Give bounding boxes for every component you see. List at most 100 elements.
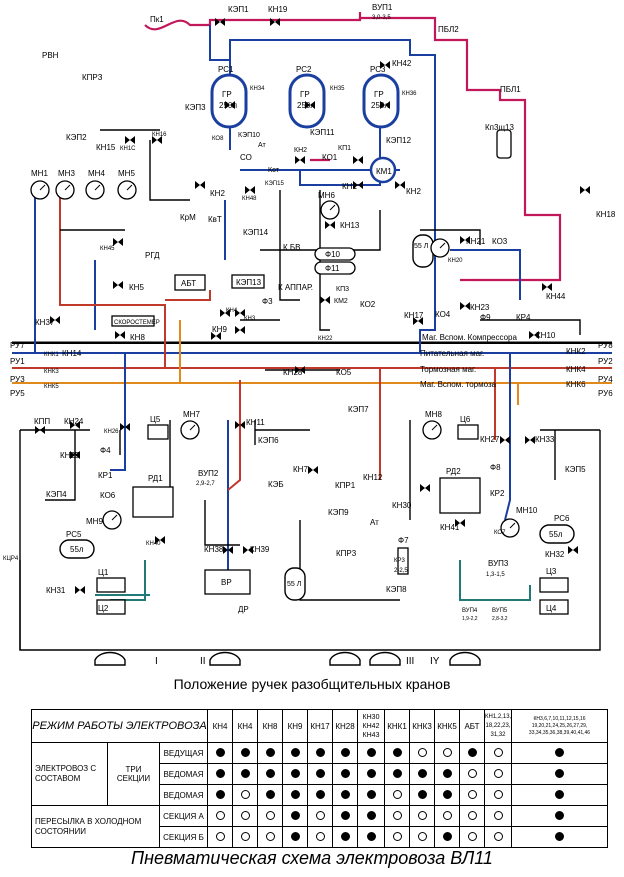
label-vup4-range: 1,9-2,2 bbox=[462, 616, 478, 622]
valve-open-dot bbox=[366, 810, 376, 820]
table-header-row: РЕЖИМ РАБОТЫ ЭЛЕКТРОВОЗА КН4 КН4 КН8 КН9… bbox=[30, 709, 609, 743]
valve-open-dot bbox=[265, 789, 275, 799]
table-cell bbox=[511, 742, 609, 764]
label-kpr1: КПР1 bbox=[335, 481, 356, 490]
valve-closed-dot bbox=[467, 789, 477, 799]
label-kn44: КН44 bbox=[546, 292, 566, 301]
valve-closed-dot bbox=[265, 810, 275, 820]
label-mn9: МН9 bbox=[86, 517, 103, 526]
label-kp3shch13: Кп3щ13 bbox=[485, 123, 514, 132]
label-ts3: Ц3 bbox=[546, 567, 557, 576]
table-cell bbox=[232, 763, 259, 785]
label-kn1: КН1 bbox=[342, 182, 357, 191]
labels: Пк1 КЭП1 КН19 ВУП1 3,0-3,5 ПБЛ2 РВН КПРЗ… bbox=[3, 3, 616, 667]
table-cell bbox=[232, 826, 259, 848]
label-ktsr4: КЦР4 bbox=[3, 556, 19, 562]
label-kep1: КЭП1 bbox=[228, 5, 249, 14]
valve-closed-dot bbox=[442, 810, 452, 820]
label-kep13: КЭП13 bbox=[236, 278, 262, 287]
label-kn36: КН36 bbox=[402, 91, 417, 97]
label-kn2-top: КН2 bbox=[294, 147, 307, 154]
label-ko5: КО5 bbox=[336, 368, 352, 377]
operating-mode-table: РЕЖИМ РАБОТЫ ЭЛЕКТРОВОЗА КН4 КН4 КН8 КН9… bbox=[30, 709, 609, 848]
component-boxes bbox=[96, 129, 569, 615]
reservoir-55l-vr bbox=[284, 567, 306, 601]
label-vol3: 250л bbox=[371, 101, 389, 110]
reservoir-rs1 bbox=[210, 73, 248, 129]
label-rd1: РД1 bbox=[148, 474, 163, 483]
valve-open-dot bbox=[340, 831, 350, 841]
label-vol1: 250л bbox=[219, 101, 237, 110]
label-kn22: КН22 bbox=[318, 336, 333, 342]
label-kr2: КР2 bbox=[490, 489, 505, 498]
label-mn3: МН3 bbox=[58, 169, 75, 178]
box-f10 bbox=[314, 247, 356, 261]
label-mn6: МН6 bbox=[318, 191, 335, 200]
valve-open-dot bbox=[215, 768, 225, 778]
table-cell bbox=[207, 805, 234, 827]
label-handle-1: I bbox=[155, 656, 158, 667]
table-row: СЕКЦИЯ Б bbox=[32, 826, 609, 848]
table-cell bbox=[409, 805, 436, 827]
label-gr3: ГР bbox=[374, 90, 384, 99]
cylinder-ts1 bbox=[96, 577, 126, 593]
label-ts1: Ц1 bbox=[98, 568, 109, 577]
valve-closed-dot bbox=[417, 747, 427, 757]
label-ts5: Ц5 bbox=[150, 415, 161, 424]
col-header: КН9 bbox=[282, 709, 309, 743]
label-kn5: КН5 bbox=[129, 283, 144, 292]
label-kep6: КЭП6 bbox=[258, 436, 279, 445]
label-kp1: КП1 bbox=[338, 145, 351, 152]
col-header: КНК3 bbox=[409, 709, 436, 743]
label-vup5-range: 2,8-3,2 bbox=[492, 616, 508, 622]
col-header: КНК1 bbox=[384, 709, 411, 743]
label-rs5: РС5 bbox=[66, 530, 82, 539]
label-kn34: КН34 bbox=[250, 86, 265, 92]
label-kn4: КН4 bbox=[226, 308, 238, 314]
main-reservoirs bbox=[210, 73, 400, 129]
label-ru8: РУ8 bbox=[598, 341, 613, 350]
label-ts6: Ц6 bbox=[460, 415, 471, 424]
label-knk2: КНК2 bbox=[566, 347, 586, 356]
label-kn12: КН12 bbox=[363, 473, 383, 482]
valve-open-dot bbox=[290, 789, 300, 799]
label-kn18: КН18 bbox=[596, 210, 616, 219]
col-header: КНК5 bbox=[434, 709, 461, 743]
box-pbl1 bbox=[496, 129, 512, 159]
label-ts4: Ц4 bbox=[546, 604, 557, 613]
table-cell bbox=[459, 826, 486, 848]
valve-open-dot bbox=[340, 768, 350, 778]
label-kn32: КН32 bbox=[545, 550, 565, 559]
label-so: СО bbox=[240, 153, 252, 162]
label-skorostemer: СКОРОСТЕМЕР bbox=[114, 320, 160, 326]
label-abt: АБТ bbox=[181, 279, 196, 288]
table-cell bbox=[332, 763, 359, 785]
label-gr2: ГР bbox=[300, 90, 310, 99]
valve-open-dot bbox=[240, 768, 250, 778]
main-lines bbox=[12, 341, 612, 384]
label-kn24: КН24 bbox=[64, 417, 84, 426]
label-mn1: МН1 bbox=[31, 169, 48, 178]
table-cell bbox=[307, 826, 334, 848]
box-rd1 bbox=[132, 486, 174, 518]
valve-open-dot bbox=[265, 747, 275, 757]
table-cell bbox=[207, 763, 234, 785]
label-kn37: КН37 bbox=[35, 318, 55, 327]
valve-closed-dot bbox=[493, 747, 503, 757]
label-kn42: КН42 bbox=[392, 59, 412, 68]
table-cell bbox=[232, 742, 259, 764]
label-vup2: ВУП2 bbox=[198, 469, 219, 478]
valve-open-dot bbox=[442, 768, 452, 778]
label-kn25: КН25 bbox=[60, 451, 80, 460]
label-ru2: РУ2 bbox=[598, 357, 613, 366]
label-knk1: КНК1 bbox=[44, 352, 59, 358]
label-rgd: РГД bbox=[145, 251, 160, 260]
table-cell bbox=[232, 784, 259, 806]
label-k-bv: К БВ bbox=[283, 243, 300, 252]
label-vol2: 250л bbox=[297, 101, 315, 110]
valve-closed-dot bbox=[442, 747, 452, 757]
label-ko8: КО8 bbox=[212, 136, 224, 142]
table-cell bbox=[384, 784, 411, 806]
row-label: СЕКЦИЯ Б bbox=[158, 826, 209, 848]
table-cell bbox=[511, 763, 609, 785]
